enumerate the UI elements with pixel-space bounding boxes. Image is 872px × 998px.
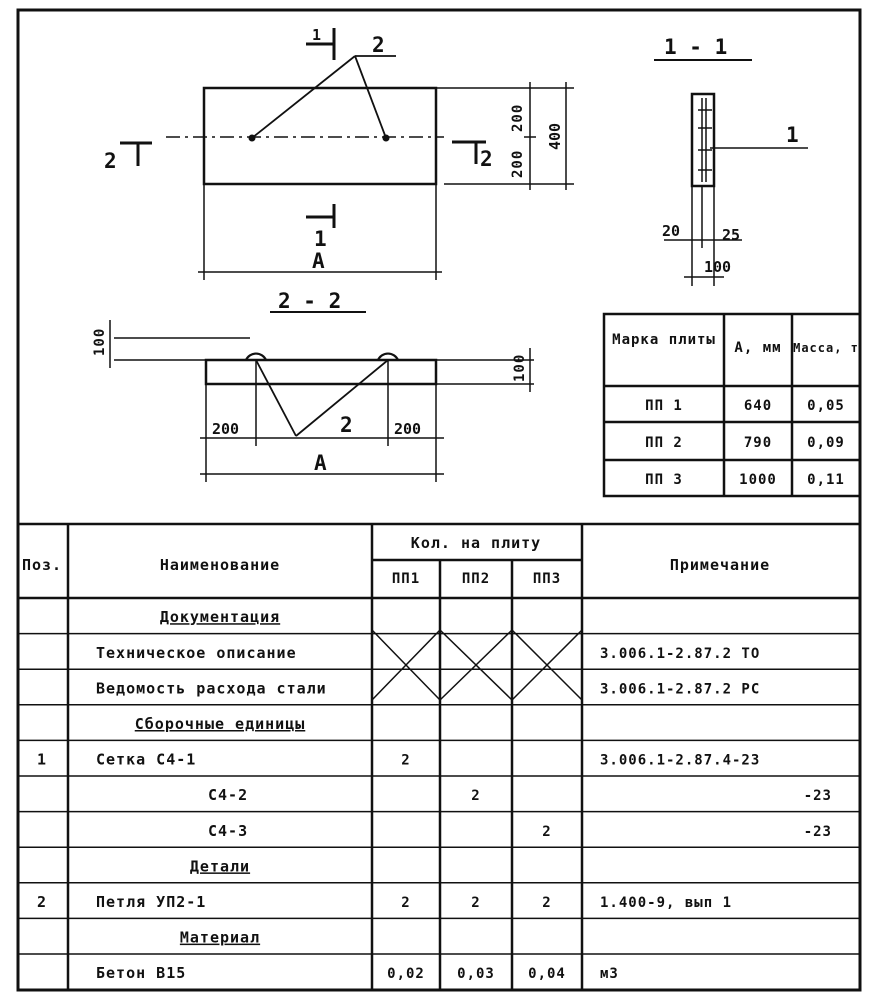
spec-row-pos: 2 bbox=[37, 893, 47, 911]
spec-row-qty-pp3: 2 bbox=[542, 895, 551, 911]
spec-row-qty-pp2: 0,03 bbox=[457, 966, 495, 982]
spec-row-qty-pp1: 0,02 bbox=[387, 966, 425, 982]
spec-row-qty-pp2: 2 bbox=[471, 895, 480, 911]
spec-row-qty-pp3: 2 bbox=[542, 824, 551, 840]
spec-row-qty-pp1: 2 bbox=[401, 895, 410, 911]
spec-row-name: Техническое описание bbox=[96, 644, 297, 662]
spec-row-name: Ведомость расхода стали bbox=[96, 679, 327, 697]
spec-row-name: С4-2 bbox=[208, 786, 248, 804]
spec-row-name: Сетка С4-1 bbox=[96, 751, 196, 769]
section-2-2-dim-left-height: 100 bbox=[92, 328, 108, 356]
spec-section-heading: Материал bbox=[180, 929, 260, 947]
section-2-2-title: 2 - 2 bbox=[278, 289, 341, 313]
spec-row-pos: 1 bbox=[37, 751, 47, 769]
mark-table-cell-length: 1000 bbox=[739, 472, 777, 488]
mark-table-cell-mass: 0,05 bbox=[807, 398, 845, 414]
spec-section-heading: Детали bbox=[190, 857, 250, 875]
spec-row-name: Петля УП2-1 bbox=[96, 893, 206, 911]
spec-row-name: С4-3 bbox=[208, 822, 248, 840]
spec-section-heading: Документация bbox=[160, 608, 280, 626]
spec-table bbox=[18, 522, 860, 990]
plan-dim-upper: 200 bbox=[510, 104, 526, 132]
mark-table-header-mass: Масса, т bbox=[793, 341, 859, 355]
mark-table-cell-length: 640 bbox=[744, 398, 772, 414]
section-1-1-dim-total: 100 bbox=[704, 258, 731, 276]
section-2-2-outline bbox=[204, 358, 438, 386]
spec-row-note: -23 bbox=[804, 788, 832, 804]
spec-header-pos: Поз. bbox=[22, 556, 62, 574]
plan-view bbox=[120, 28, 574, 280]
plan-dim-lower: 200 bbox=[510, 150, 526, 178]
spec-row-qty-pp2: 2 bbox=[471, 788, 480, 804]
section-2-2-length-label: A bbox=[314, 451, 327, 475]
spec-row-note: 1.400-9, вып 1 bbox=[600, 895, 732, 911]
section-mark-1-bottom: 1 bbox=[314, 227, 327, 251]
mark-table bbox=[602, 312, 862, 498]
spec-row-note: -23 bbox=[804, 824, 832, 840]
spec-header-qty-group: Кол. на плиту bbox=[411, 534, 541, 552]
plate-outline bbox=[202, 86, 438, 186]
mark-table-cell-mass: 0,09 bbox=[807, 435, 845, 451]
mark-table-cell-mark: ПП 1 bbox=[645, 398, 683, 414]
plan-leader-label: 2 bbox=[372, 33, 385, 57]
spec-row-name: Бетон В15 bbox=[96, 964, 186, 982]
section-mark-1-top: 1 bbox=[312, 26, 321, 44]
section-1-1-leader-label: 1 bbox=[786, 123, 799, 147]
section-1-1 bbox=[654, 59, 808, 286]
section-2-2-dim-left-offset: 200 bbox=[212, 420, 239, 438]
spec-section-heading: Сборочные единицы bbox=[135, 715, 306, 733]
section-1-1-title: 1 - 1 bbox=[664, 35, 727, 59]
mark-table-cell-mark: ПП 2 bbox=[645, 435, 683, 451]
section-2-2-dim-right-height: 100 bbox=[512, 354, 528, 382]
spec-row-qty-pp1: 2 bbox=[401, 753, 410, 769]
spec-row-note: 3.006.1-2.87.4-23 bbox=[600, 753, 760, 769]
section-mark-2-left: 2 bbox=[104, 149, 117, 173]
spec-row-note: 3.006.1-2.87.2 РС bbox=[600, 681, 760, 697]
section-1-1-dim-left: 20 bbox=[662, 222, 680, 240]
mark-table-cell-length: 790 bbox=[744, 435, 772, 451]
plan-length-label: A bbox=[312, 249, 325, 273]
spec-header-qty-pp3: ПП3 bbox=[533, 571, 561, 587]
mark-table-cell-mass: 0,11 bbox=[807, 472, 845, 488]
spec-header-qty-pp1: ПП1 bbox=[392, 571, 420, 587]
mark-table-header-mark: Марка плиты bbox=[612, 332, 716, 348]
spec-header-note: Примечание bbox=[670, 556, 770, 574]
spec-header-name: Наименование bbox=[160, 556, 280, 574]
crossed-cells bbox=[371, 629, 583, 701]
section-2-2-dim-right-offset: 200 bbox=[394, 420, 421, 438]
section-1-1-dim-right: 25 bbox=[722, 226, 740, 244]
leader-line bbox=[251, 55, 356, 139]
section-1-1-outline bbox=[690, 92, 716, 188]
loop-right bbox=[377, 352, 399, 361]
section-mark-2-right: 2 bbox=[480, 147, 493, 171]
loop-left bbox=[245, 352, 267, 361]
mark-table-cell-mark: ПП 3 bbox=[645, 472, 683, 488]
section-2-2-leader-label: 2 bbox=[340, 413, 353, 437]
spec-row-note: м3 bbox=[600, 966, 619, 982]
spec-header-qty-pp2: ПП2 bbox=[462, 571, 490, 587]
plan-dim-total: 400 bbox=[546, 123, 564, 150]
spec-row-note: 3.006.1-2.87.2 ТО bbox=[600, 646, 760, 662]
mark-table-header-length: А, мм bbox=[734, 340, 781, 356]
section-2-2 bbox=[109, 311, 534, 482]
spec-row-qty-pp3: 0,04 bbox=[528, 966, 566, 982]
